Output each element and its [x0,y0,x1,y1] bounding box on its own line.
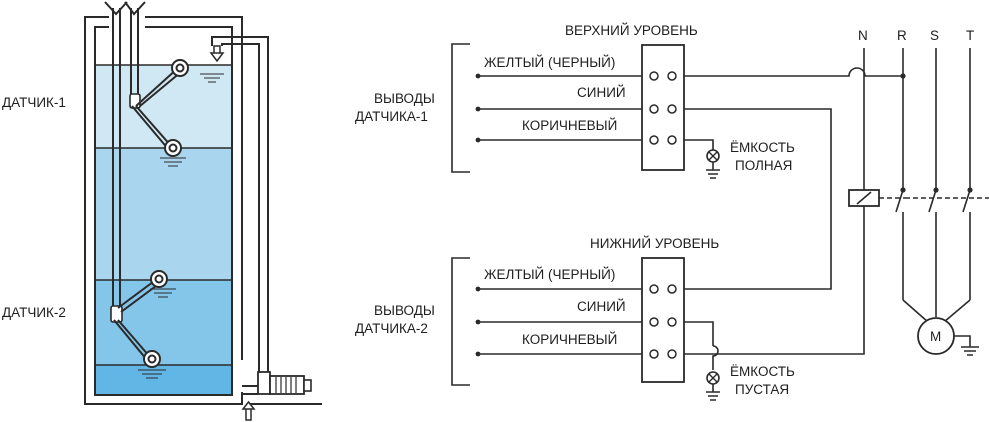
wave-marks [138,73,224,379]
upper-wire-ends [475,73,481,143]
lower-group-bracket [451,257,470,386]
sensor-1-body [129,93,141,109]
sensor-2-body [110,305,123,323]
sensor-1-float-assembly [129,59,189,157]
pump [242,371,322,405]
lower-terminals [649,284,677,359]
lower-group-label-line1: ВЫВОДЫ [374,303,435,318]
lower-level-title: НИЖНИЙ УРОВЕНЬ [590,236,719,251]
upper-yellow-to-relay [684,67,903,77]
lower-wire-ends [475,286,481,357]
upper-level-title: ВЕРХНИЙ УРОВЕНЬ [565,23,698,38]
phase-s-label: S [930,28,939,43]
tank [84,1,322,421]
lamp-full-icon [706,149,720,179]
upper-terminals [649,71,677,145]
outlet-pipe [211,36,269,376]
lower-wire-brown-label: КОРИЧНЕВЫЙ [522,332,617,347]
sensor-2-float-assembly [110,270,168,368]
upper-wires [478,75,644,141]
lower-level-block: НИЖНИЙ УРОВЕНЬ ВЫВОДЫ ДАТЧИКА-2 ЖЕЛТЫЙ (… [355,236,795,401]
tank-outer-wall [84,16,243,405]
lamp-full-label-line1: ЁМКОСТЬ [730,140,795,155]
lamp-empty-icon [706,371,720,401]
lamp-full-label-line2: ПОЛНАЯ [735,158,792,173]
lower-wire-yellow-label: ЖЕЛТЫЙ (ЧЕРНЫЙ) [484,267,615,282]
power-circuit: N R S T [684,28,989,356]
upper-wire-yellow-label: ЖЕЛТЫЙ (ЧЕРНЫЙ) [484,55,615,70]
lower-group-label-line2: ДАТЧИКА-2 [355,321,428,336]
contactor-switches [895,189,971,323]
motor-label: M [930,329,941,344]
tank-inner-wall [94,26,233,396]
upper-group-label-line1: ВЫВОДЫ [374,91,435,106]
relay-coil-icon [848,189,880,207]
upper-group-label-line2: ДАТЧИКА-1 [355,109,428,124]
lower-terminal-block [641,257,685,383]
lower-brown-to-relay [684,206,865,355]
upper-blue-to-lower-yellow [684,108,832,290]
phase-n-label: N [858,28,868,43]
upper-level-block: ВЕРХНИЙ УРОВЕНЬ ВЫВОДЫ ДАТЧИКА-1 ЖЕЛТЫЙ … [355,23,795,179]
lamp-empty-label-line2: ПУСТАЯ [735,382,789,397]
water-layer-upper [95,148,232,280]
upper-wire-blue-label: СИНИЙ [577,85,626,100]
sensor-1-label: ДАТЧИК-1 [2,95,66,110]
suction-arrow [241,400,256,421]
water-layer-top [95,65,232,148]
lamp-empty-label-line1: ЁМКОСТЬ [730,364,795,379]
motor-ground-icon [954,335,979,356]
lower-wire-blue-label: СИНИЙ [577,299,626,314]
sensor-2-label: ДАТЧИК-2 [2,305,66,320]
phase-t-label: T [966,28,974,43]
phase-r-label: R [897,28,907,43]
upper-wire-brown-label: КОРИЧНЕВЫЙ [522,118,617,133]
lower-wires [478,288,644,355]
upper-terminal-block [641,44,685,171]
inflow-arrow [209,45,225,63]
sensor-cable-pipes [104,1,146,312]
upper-group-bracket [451,43,470,173]
